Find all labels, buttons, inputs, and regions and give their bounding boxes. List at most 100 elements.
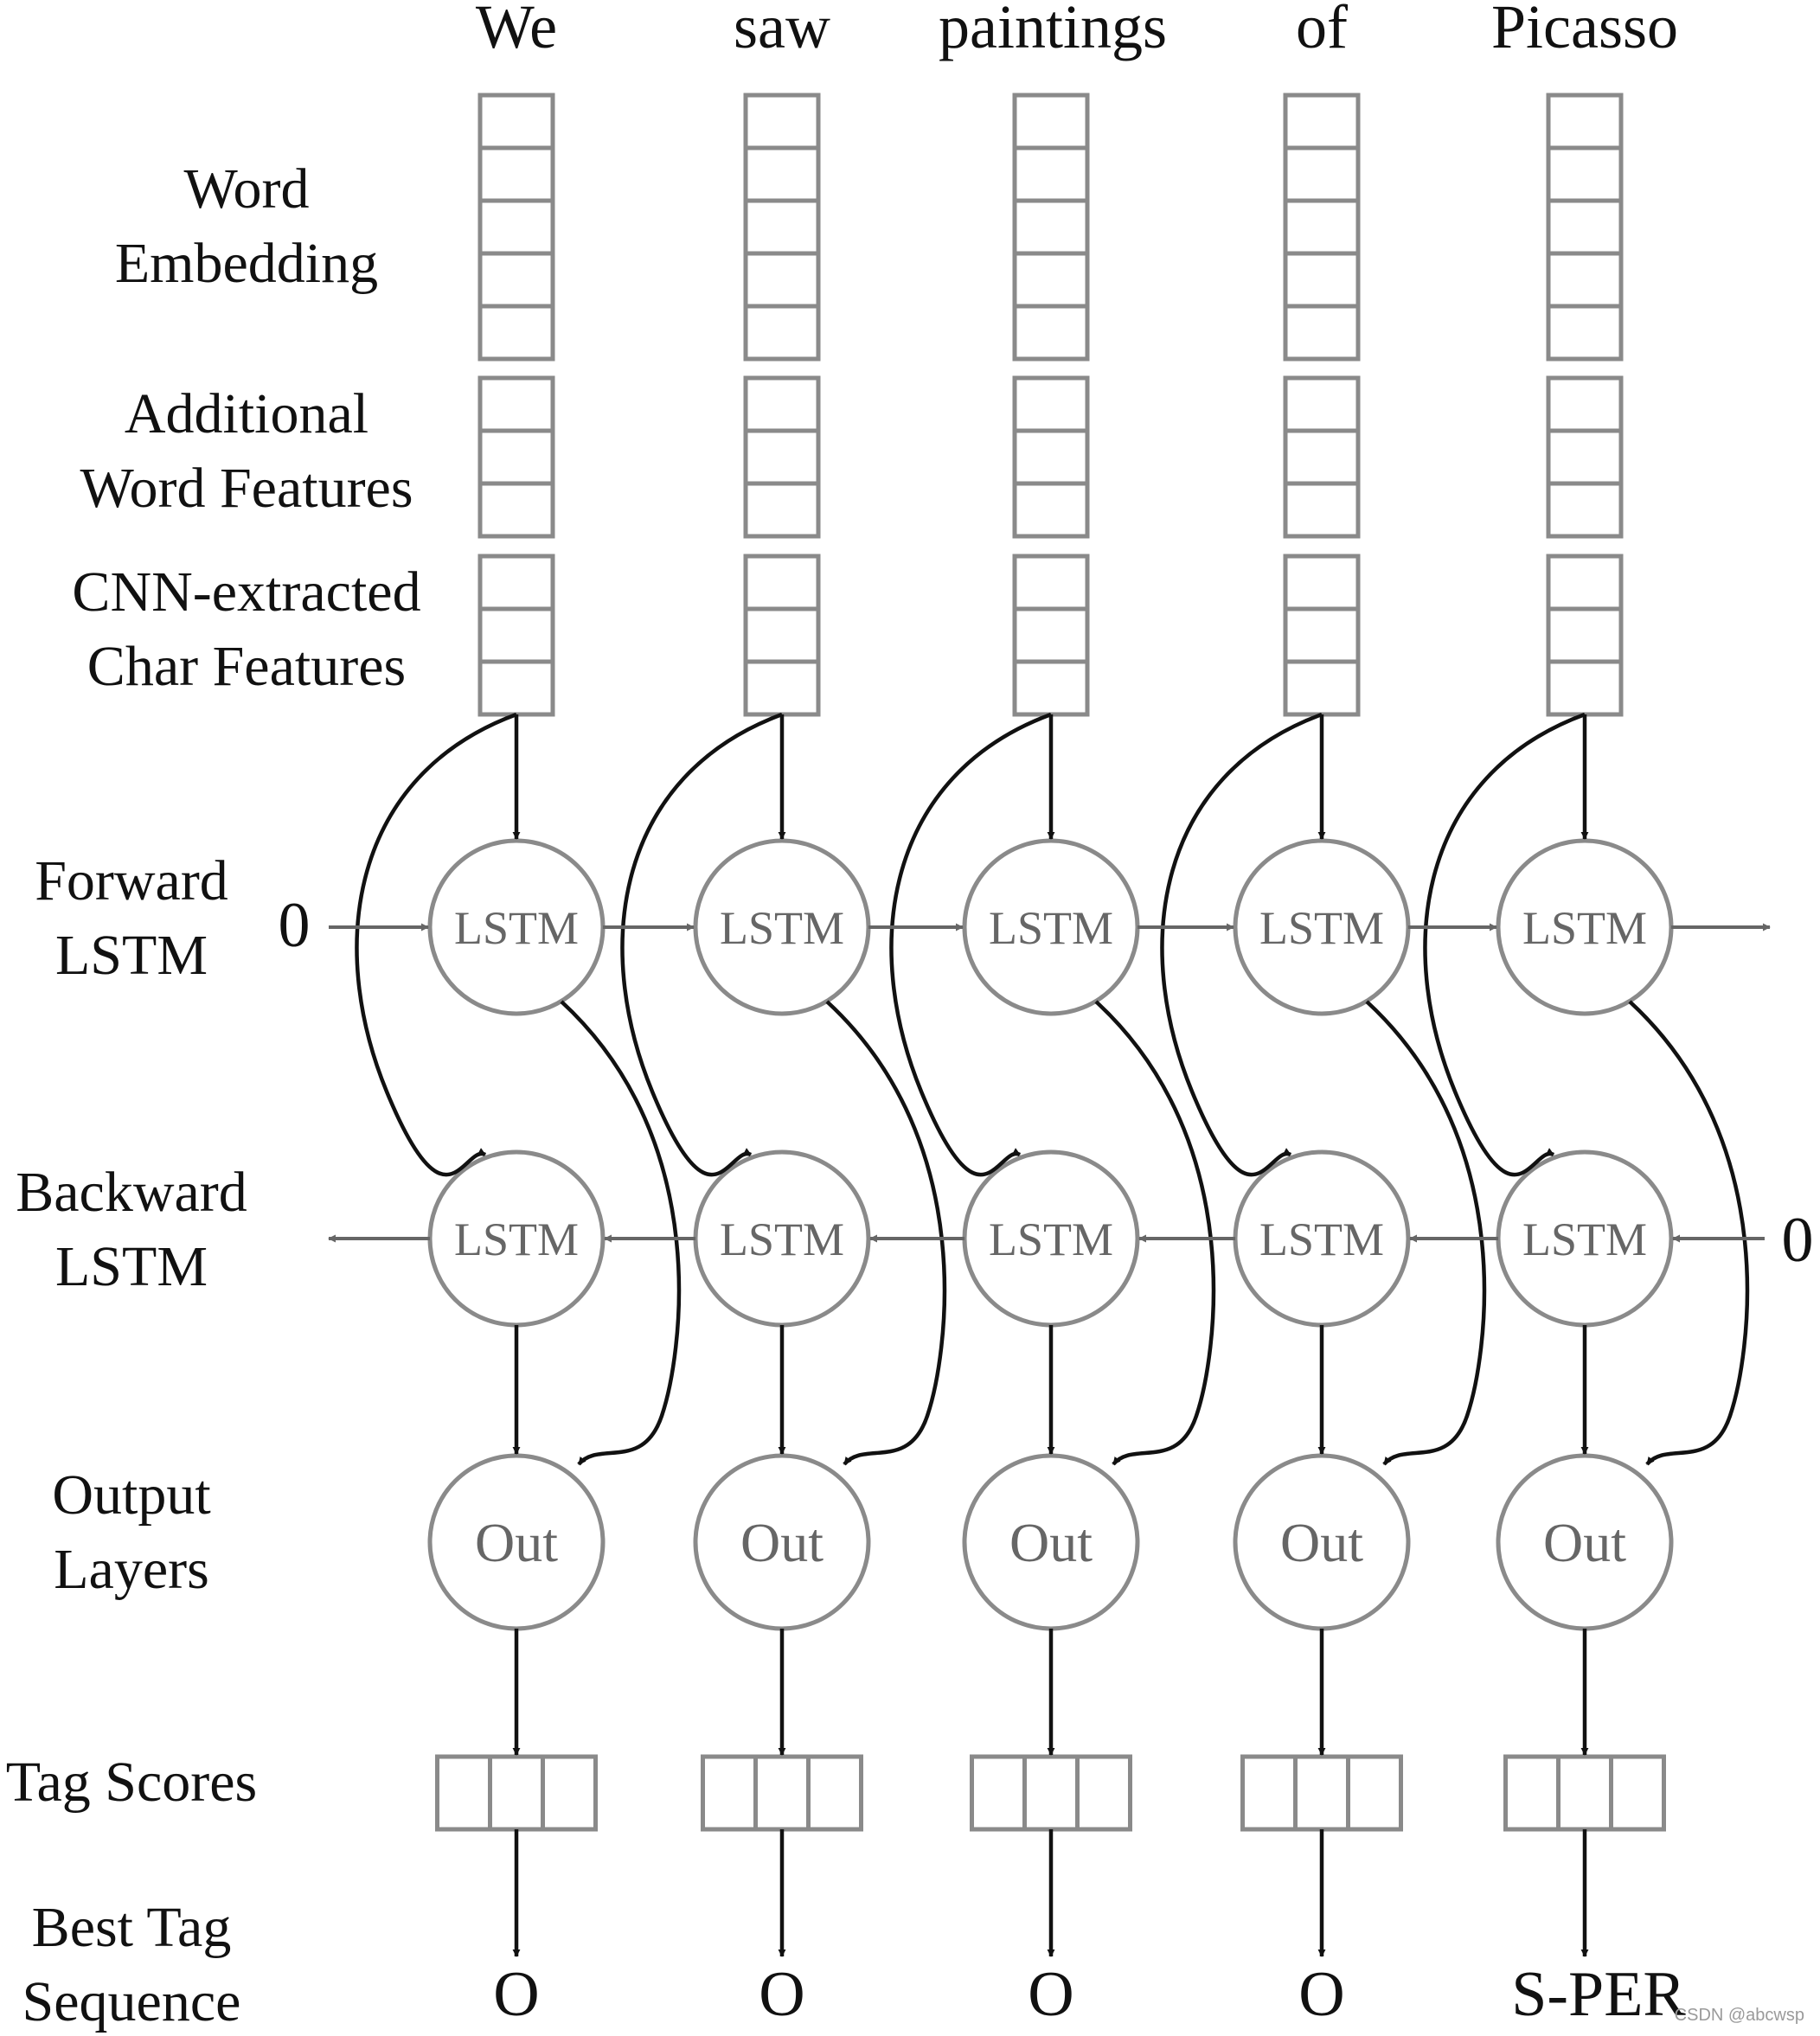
tag-scores-vector	[435, 1754, 598, 1832]
additional-features-cell	[477, 375, 555, 433]
forward-to-output-arrow	[825, 1000, 947, 1466]
input-word: Picasso	[1491, 0, 1678, 61]
char-features-cell	[743, 659, 821, 717]
word-embedding-cell	[1283, 304, 1361, 362]
column-of: of LSTM LSTM Out O	[1233, 0, 1411, 2030]
additional-features-cell	[1283, 428, 1361, 486]
lstm-label: LSTM	[720, 902, 844, 954]
word-embedding-cell	[1283, 198, 1361, 256]
column-paintings: paintings LSTM LSTM Out O	[939, 0, 1167, 2030]
word-embedding-cell	[1546, 251, 1624, 309]
tag-scores-vector	[1503, 1754, 1666, 1832]
additional-features-vector	[477, 375, 555, 539]
tag-scores-cell	[488, 1754, 545, 1832]
tag-scores-cell	[435, 1754, 492, 1832]
tag-scores-vector	[970, 1754, 1132, 1832]
best-tag: O	[493, 1959, 539, 2030]
word-embedding-vector	[1546, 93, 1624, 362]
best-tag: O	[1028, 1959, 1073, 2030]
tag-scores-cell	[806, 1754, 863, 1832]
word-embedding-cell	[1012, 93, 1090, 150]
additional-features-cell	[1012, 428, 1090, 486]
input-to-backward-arrow	[889, 712, 1052, 1177]
out-label: Out	[1543, 1512, 1626, 1573]
forward-to-output-arrow	[560, 1000, 682, 1466]
input-to-backward-arrow	[620, 712, 783, 1177]
lstm-label: LSTM	[989, 902, 1113, 954]
char-features-vector	[1283, 554, 1361, 717]
tag-scores-cell	[541, 1754, 598, 1832]
additional-features-cell	[743, 375, 821, 433]
backward-lstm-node: LSTM	[1233, 1149, 1411, 1328]
char-features-cell	[743, 554, 821, 611]
word-embedding-cell	[743, 198, 821, 256]
word-embedding-vector	[743, 93, 821, 362]
output-layer-node: Out	[962, 1453, 1140, 1631]
out-label: Out	[1009, 1512, 1093, 1573]
word-embedding-cell	[477, 145, 555, 203]
char-features-cell	[1012, 606, 1090, 664]
forward-to-output-arrow	[1094, 1000, 1216, 1466]
tag-scores-cell	[1346, 1754, 1403, 1832]
word-embedding-vector	[1012, 93, 1090, 362]
lstm-label: LSTM	[1522, 902, 1647, 954]
tag-scores-cell	[970, 1754, 1027, 1832]
connection-arrows	[328, 712, 1771, 1957]
word-embedding-cell	[477, 93, 555, 150]
backward-lstm-node: LSTM	[427, 1149, 606, 1328]
additional-features-cell	[477, 481, 555, 539]
out-label: Out	[740, 1512, 823, 1573]
char-features-cell	[1012, 554, 1090, 611]
label-best-tag-2: Sequence	[22, 1970, 241, 2033]
word-embedding-cell	[743, 93, 821, 150]
label-output-layers-2: Layers	[54, 1538, 209, 1601]
char-features-cell	[743, 606, 821, 664]
forward-lstm-node: LSTM	[1233, 838, 1411, 1016]
column-we: We LSTM LSTM Out O	[427, 0, 606, 2030]
forward-init-zero: 0	[279, 890, 311, 961]
char-features-cell	[477, 606, 555, 664]
row-labels: Word Embedding Additional Word Features …	[6, 157, 421, 2033]
additional-features-cell	[1546, 375, 1624, 433]
forward-to-output-arrow	[1365, 1000, 1487, 1466]
label-additional-features-2: Word Features	[80, 457, 413, 520]
forward-lstm-node: LSTM	[693, 838, 871, 1016]
output-layer-node: Out	[693, 1453, 871, 1631]
forward-lstm-node: LSTM	[962, 838, 1140, 1016]
forward-lstm-node: LSTM	[427, 838, 606, 1016]
label-output-layers-1: Output	[52, 1463, 210, 1527]
input-to-backward-arrow	[1423, 712, 1586, 1177]
char-features-cell	[1546, 554, 1624, 611]
tag-scores-cell	[1556, 1754, 1613, 1832]
backward-lstm-node: LSTM	[962, 1149, 1140, 1328]
best-tag: O	[1298, 1959, 1344, 2030]
lstm-label: LSTM	[989, 1213, 1113, 1265]
best-tag: S-PER	[1511, 1959, 1686, 2030]
tag-scores-cell	[701, 1754, 758, 1832]
additional-features-cell	[1283, 375, 1361, 433]
word-embedding-cell	[1546, 93, 1624, 150]
char-features-cell	[1283, 554, 1361, 611]
char-features-cell	[1012, 659, 1090, 717]
additional-features-cell	[743, 428, 821, 486]
best-tag: O	[759, 1959, 804, 2030]
backward-init-zero: 0	[1782, 1205, 1814, 1276]
additional-features-vector	[1283, 375, 1361, 539]
output-layer-node: Out	[1233, 1453, 1411, 1631]
word-embedding-cell	[1283, 251, 1361, 309]
char-features-vector	[477, 554, 555, 717]
word-embedding-cell	[477, 304, 555, 362]
tag-scores-cell	[1503, 1754, 1560, 1832]
additional-features-vector	[743, 375, 821, 539]
column-saw: saw LSTM LSTM Out O	[693, 0, 871, 2030]
lstm-label: LSTM	[720, 1213, 844, 1265]
additional-features-cell	[1546, 481, 1624, 539]
input-word: of	[1296, 0, 1348, 61]
word-embedding-cell	[743, 145, 821, 203]
out-label: Out	[1280, 1512, 1363, 1573]
additional-features-cell	[1012, 375, 1090, 433]
label-word-embedding-1: Word	[184, 157, 310, 221]
additional-features-cell	[477, 428, 555, 486]
word-embedding-cell	[1546, 304, 1624, 362]
